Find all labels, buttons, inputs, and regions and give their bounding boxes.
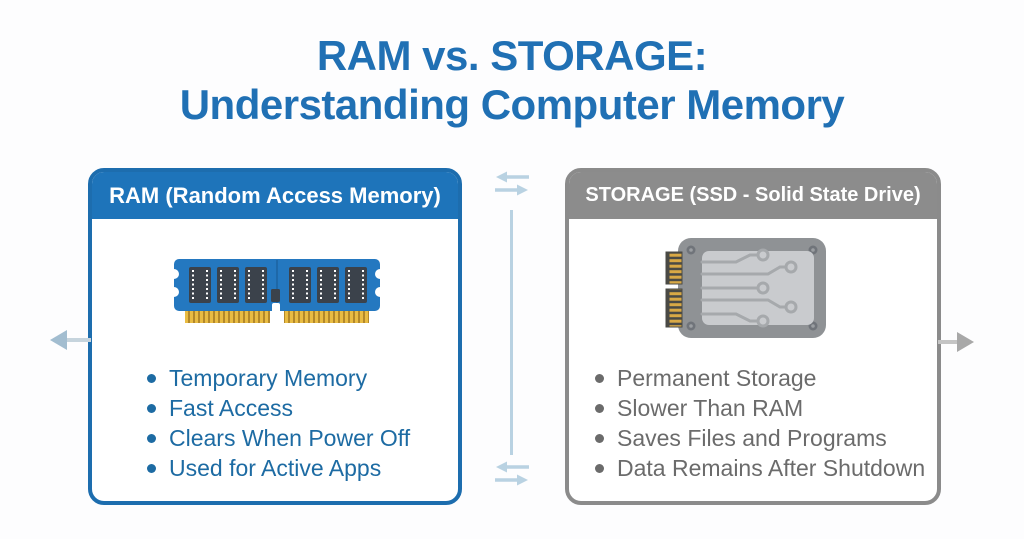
ram-bullet-list: Temporary Memory Fast Access Clears When… bbox=[147, 363, 410, 483]
center-divider-line bbox=[510, 210, 513, 455]
list-item: Data Remains After Shutdown bbox=[595, 453, 925, 483]
bullet-dot-icon bbox=[595, 433, 604, 443]
storage-card-header: STORAGE (SSD - Solid State Drive) bbox=[569, 172, 937, 219]
bullet-dot-icon bbox=[595, 463, 604, 473]
bullet-dot-icon bbox=[147, 433, 156, 443]
bullet-text: Fast Access bbox=[169, 394, 293, 421]
bullet-dot-icon bbox=[147, 373, 156, 383]
bullet-text: Temporary Memory bbox=[169, 364, 368, 391]
exchange-arrows-icon bbox=[495, 461, 529, 486]
bullet-dot-icon bbox=[147, 403, 156, 413]
storage-bullet-list: Permanent Storage Slower Than RAM Saves … bbox=[595, 363, 925, 483]
left-edge-arrow-icon bbox=[50, 330, 91, 350]
list-item: Fast Access bbox=[147, 393, 410, 423]
bullet-dot-icon bbox=[147, 463, 156, 473]
list-item: Temporary Memory bbox=[147, 363, 410, 393]
list-item: Saves Files and Programs bbox=[595, 423, 925, 453]
bullet-text: Permanent Storage bbox=[617, 364, 817, 391]
right-edge-arrow-icon bbox=[938, 332, 974, 352]
bullet-dot-icon bbox=[595, 403, 604, 413]
bullet-text: Data Remains After Shutdown bbox=[617, 454, 926, 481]
page-title: RAM vs. STORAGE: Understanding Computer … bbox=[0, 31, 1024, 129]
exchange-arrows-icon bbox=[495, 171, 529, 196]
ssd-drive-icon bbox=[665, 238, 826, 338]
ram-module-icon bbox=[173, 259, 381, 324]
ram-card-header: RAM (Random Access Memory) bbox=[92, 172, 458, 219]
list-item: Clears When Power Off bbox=[147, 423, 410, 453]
list-item: Permanent Storage bbox=[595, 363, 925, 393]
title-line-1: RAM vs. STORAGE: bbox=[316, 32, 708, 79]
storage-card: STORAGE (SSD - Solid State Drive) bbox=[565, 168, 941, 505]
bullet-dot-icon bbox=[595, 373, 604, 383]
bullet-text: Slower Than RAM bbox=[617, 394, 804, 421]
bullet-text: Saves Files and Programs bbox=[617, 424, 887, 451]
list-item: Used for Active Apps bbox=[147, 453, 410, 483]
ram-card: RAM (Random Access Memory) bbox=[88, 168, 462, 505]
list-item: Slower Than RAM bbox=[595, 393, 925, 423]
bullet-text: Used for Active Apps bbox=[169, 454, 382, 481]
bullet-text: Clears When Power Off bbox=[169, 424, 411, 451]
title-line-2: Understanding Computer Memory bbox=[179, 81, 845, 128]
